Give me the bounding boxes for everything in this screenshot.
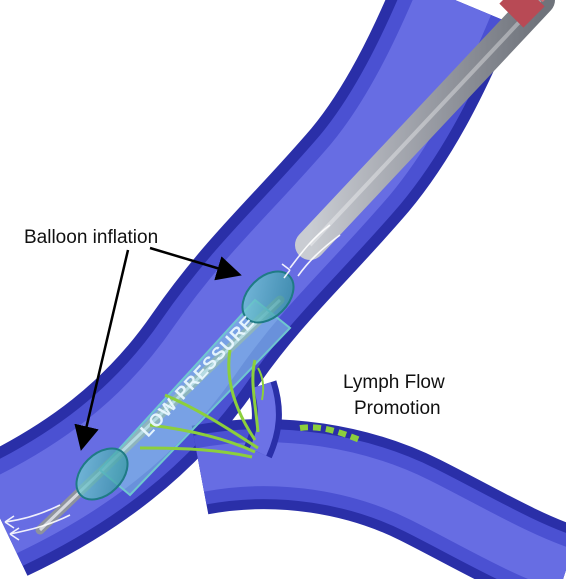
branch-vein <box>191 419 566 579</box>
white-flow-lines <box>4 224 341 541</box>
low-pressure-chamber <box>98 298 292 497</box>
balloon-icon <box>75 270 295 501</box>
lymph-flow-label: Lymph Flow <box>343 372 445 393</box>
catheter-icon <box>295 0 562 260</box>
flow-arrow-icon <box>139 349 362 459</box>
promotion-label: Promotion <box>354 398 441 419</box>
callout-arrows <box>74 246 242 451</box>
balloon-inflation-label: Balloon inflation <box>24 227 159 248</box>
